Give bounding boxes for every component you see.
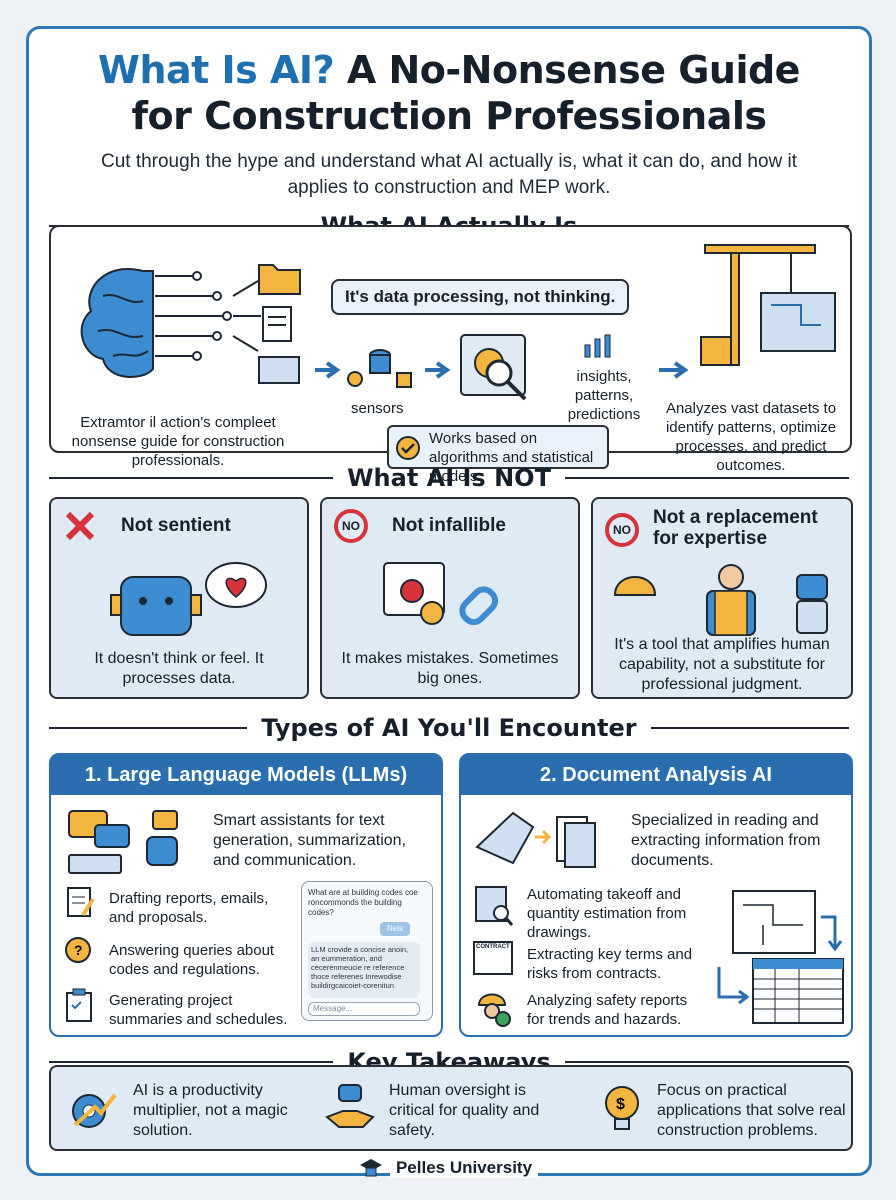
drawing-to-spreadsheet-icon (717, 890, 844, 1024)
section-header-what-not: What AI Is NOT (49, 463, 849, 493)
crane-blueprint-icon (700, 244, 836, 366)
svg-text:?: ? (74, 942, 83, 958)
gear-magnifier-icon (460, 334, 527, 401)
contract-label: CONTRACT (476, 944, 510, 950)
check-circle-icon (396, 436, 420, 460)
arrow-right-icon (659, 361, 689, 379)
no-badge-icon: NO (605, 513, 639, 547)
card-text: It's a tool that amplifies human capabil… (614, 636, 830, 693)
page-subtitle: Cut through the hype and understand what… (100, 151, 798, 198)
not-infallible-card: NO Not infallible It makes mistakes. Som… (320, 497, 580, 699)
doc-item: Automating takeoff and quantity estimati… (527, 886, 687, 941)
section-header-types: Types of AI You'll Encounter (49, 713, 849, 743)
takeaway-item: Human oversight is critical for quality … (389, 1082, 540, 1139)
footer: Pelles University (0, 1156, 896, 1180)
page-title: What Is AI? A No-Nonsense Guide for Cons… (29, 47, 869, 139)
brain-circuit-icon (80, 268, 261, 379)
card-title: Not sentient (121, 515, 231, 536)
x-mark-icon (65, 511, 95, 541)
title-part-2: for Construction Professionals (131, 94, 767, 138)
chat-answer: LLM crovide a concise anoin, an eummerat… (308, 942, 420, 998)
svg-text:$: $ (616, 1096, 625, 1113)
what-is-panel: Extramtor il action's compleet nonsense … (49, 225, 852, 485)
takeaway-item: Focus on practical applications that sol… (657, 1082, 846, 1139)
arrow-right-icon (315, 361, 341, 379)
llm-item: Drafting reports, emails, and proposals. (109, 890, 269, 926)
contract-icon: CONTRACT (473, 941, 513, 975)
chat-robot-icon (68, 810, 178, 874)
thinking-bubble: It's data processing, not thinking. (331, 279, 630, 315)
not-sentient-card: Not sentient It doesn't think or feel. I… (49, 497, 309, 699)
infographic-frame: What Is AI? A No-Nonsense Guide for Cons… (26, 26, 872, 1176)
lightbulb-dollar-icon: $ (605, 1086, 639, 1130)
blueprint-magnifier-icon (475, 886, 513, 926)
graduation-cap-icon (359, 1159, 382, 1177)
robot-handshake-icon (325, 1084, 375, 1128)
no-badge-icon: NO (334, 509, 368, 543)
takeaways-panel: AI is a productivity multiplier, not a m… (49, 1065, 853, 1151)
doc-item: Extracting key terms and risks from cont… (527, 946, 693, 982)
llm-item: Answering queries about codes and regula… (109, 942, 275, 978)
output-label: insights, patterns, predictions (567, 368, 641, 423)
error-broken-link-icon (383, 562, 499, 626)
arrow-right-icon (425, 361, 451, 379)
llm-panel: 1. Large Language Models (LLMs) Smart as… (49, 753, 443, 1037)
question-bubble-icon: ? (65, 937, 91, 963)
algorithms-note-text: Works based on algorithms and statistica… (429, 430, 594, 485)
takeaway-item: AI is a productivity multiplier, not a m… (133, 1082, 288, 1139)
left-caption: Extramtor il action's compleet nonsense … (71, 414, 285, 469)
doc-analysis-panel: 2. Document Analysis AI Specialized in r… (459, 753, 853, 1037)
chat-reply-tag: Nels (380, 922, 410, 936)
gear-growth-icon (72, 1093, 117, 1128)
algorithms-note: Works based on algorithms and statistica… (387, 425, 609, 485)
section-title: What AI Is NOT (347, 464, 551, 492)
sensors-label: sensors (351, 400, 404, 417)
llm-title: 1. Large Language Models (LLMs) (51, 755, 441, 795)
scanner-documents-icon (475, 811, 596, 868)
clipboard-icon (66, 988, 92, 1022)
bar-chart-icon (584, 334, 611, 358)
doc-title: 2. Document Analysis AI (461, 755, 851, 795)
card-title: Not infallible (392, 515, 506, 536)
doc-intro: Specialized in reading and extracting in… (631, 812, 821, 869)
document-pen-icon (67, 887, 95, 917)
chat-question: What are at building codes coe roncommon… (308, 888, 418, 917)
file-icons (258, 264, 301, 384)
robot-heart-icon (110, 562, 267, 636)
worker-robot-icon (613, 564, 828, 636)
card-title: Not a replacement for expertise (653, 507, 818, 549)
llm-intro: Smart assistants for text generation, su… (213, 812, 406, 869)
title-highlight: What Is AI? (98, 48, 335, 92)
sensors-icon (347, 349, 412, 388)
right-caption: Analyzes vast datasets to identify patte… (665, 400, 837, 474)
section-title: Types of AI You'll Encounter (261, 714, 637, 742)
chat-input[interactable]: Message... (308, 1002, 420, 1016)
llm-item: Generating project summaries and schedul… (109, 992, 288, 1028)
hardhat-check-icon (477, 993, 511, 1027)
doc-item: Analyzing safety reports for trends and … (527, 992, 688, 1028)
chat-mockup: What are at building codes coe roncommon… (301, 881, 433, 1021)
not-replacement-card: NO Not a replacement for expertise It's … (591, 497, 853, 699)
card-text: It doesn't think or feel. It processes d… (94, 650, 264, 687)
card-text: It makes mistakes. Sometimes big ones. (341, 650, 559, 687)
brand-label: Pelles University (389, 1158, 539, 1178)
title-part-1: A No-Nonsense Guide (334, 48, 801, 92)
